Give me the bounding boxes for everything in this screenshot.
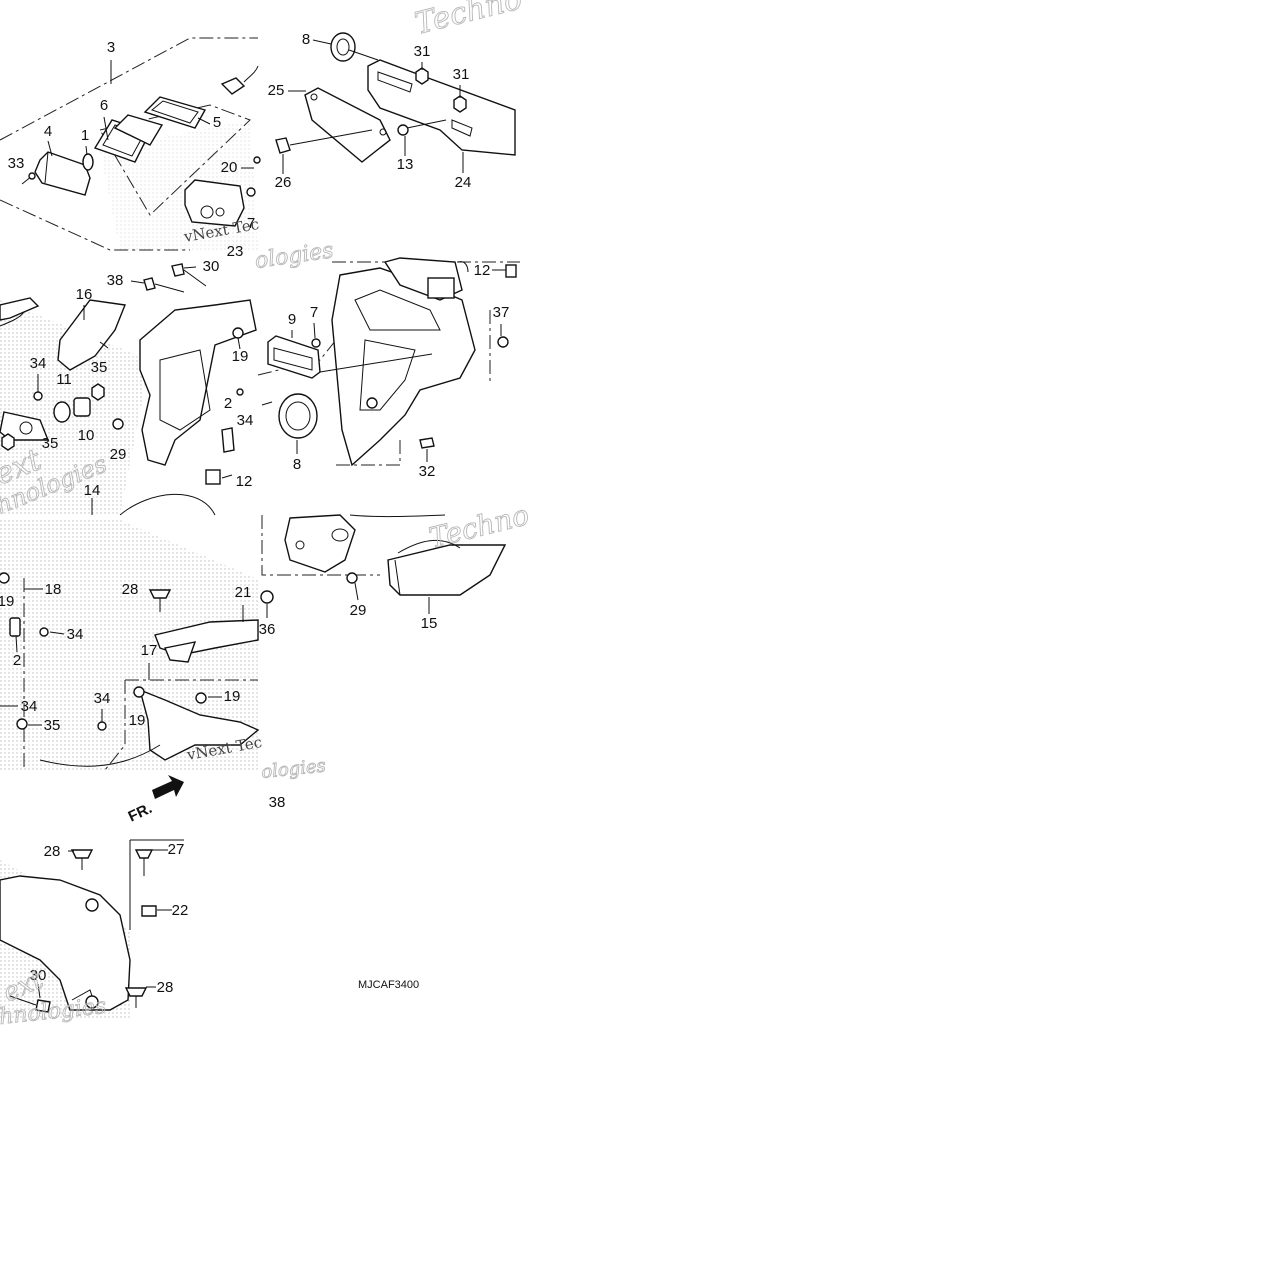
part-label-p14: 14 <box>84 482 101 499</box>
part-label-p19c: 19 <box>224 688 241 705</box>
part-label-p15: 15 <box>421 615 438 632</box>
lower-cowl-assembly <box>0 839 184 1013</box>
part-label-p9: 9 <box>288 311 296 328</box>
part-label-p30a: 30 <box>203 258 220 275</box>
part-label-p34b: 34 <box>237 412 254 429</box>
part-label-p34a: 34 <box>30 355 47 372</box>
part-label-p34e: 34 <box>21 698 38 715</box>
part-label-p37: 37 <box>493 304 510 321</box>
part-label-p38b: 38 <box>269 794 286 811</box>
part-label-p35b: 35 <box>42 435 59 452</box>
watermark-techno-top: Techno <box>411 0 525 42</box>
part-label-p11: 11 <box>56 371 72 388</box>
part-label-p12b: 12 <box>474 262 491 279</box>
side-cover-assembly <box>261 514 507 614</box>
part-label-p32: 32 <box>419 463 436 480</box>
part-label-p29a: 29 <box>110 446 127 463</box>
part-label-p2b: 2 <box>13 652 21 669</box>
part-label-p31b: 31 <box>453 66 470 83</box>
part-label-p21: 21 <box>235 584 252 601</box>
part-label-p23: 23 <box>227 243 244 260</box>
part-label-p19d: 19 <box>129 712 146 729</box>
part-label-p2a: 2 <box>224 395 232 412</box>
part-label-p31a: 31 <box>414 43 431 60</box>
part-label-p30b: 30 <box>30 967 47 984</box>
part-label-p18: 18 <box>45 581 62 598</box>
tail-light-assembly <box>0 37 261 251</box>
part-label-p28c: 28 <box>157 979 174 996</box>
front-marker-label: FR. <box>126 800 155 826</box>
rear-fender-assembly <box>257 257 520 467</box>
part-label-p20: 20 <box>221 159 238 176</box>
seat-cowl-assembly <box>0 572 274 771</box>
part-label-p13: 13 <box>397 156 414 173</box>
part-label-p27: 27 <box>168 841 185 858</box>
part-label-p16: 16 <box>76 286 93 303</box>
part-label-p5: 5 <box>213 114 221 131</box>
part-label-p29b: 29 <box>350 602 367 619</box>
part-label-p33: 33 <box>8 155 25 172</box>
part-label-p35a: 35 <box>91 359 108 376</box>
part-label-p19a: 19 <box>232 348 249 365</box>
part-label-p34d: 34 <box>94 690 111 707</box>
watermark-ologies-panel4: ologies <box>253 238 335 274</box>
part-label-p34c: 34 <box>67 626 84 643</box>
part-label-p28b: 28 <box>44 843 61 860</box>
part-label-p4: 4 <box>44 123 52 140</box>
front-direction-arrow: FR. <box>126 775 184 825</box>
diagram-code: MJCAF3400 <box>358 979 419 991</box>
part-label-p36: 36 <box>259 621 276 638</box>
part-label-p19b: 19 <box>0 593 14 610</box>
part-label-p25: 25 <box>268 82 285 99</box>
part-label-p38a: 38 <box>107 272 124 289</box>
part-label-p24: 24 <box>455 174 472 191</box>
part-label-p6: 6 <box>100 97 108 114</box>
license-bracket-assembly <box>275 32 516 174</box>
part-label-p1: 1 <box>81 127 89 144</box>
part-label-p22: 22 <box>172 902 189 919</box>
part-label-p8a: 8 <box>302 31 310 48</box>
part-label-p17: 17 <box>141 642 158 659</box>
part-label-p10: 10 <box>78 427 95 444</box>
part-label-p12a: 12 <box>236 473 253 490</box>
part-label-p8b: 8 <box>293 456 301 473</box>
watermark-ologies-panel5: ologies <box>260 755 326 783</box>
part-label-p7a: 7 <box>247 215 255 232</box>
part-label-p35c: 35 <box>44 717 61 734</box>
part-label-p26: 26 <box>275 174 292 191</box>
part-label-p3: 3 <box>107 39 115 56</box>
rear-bracket-assembly <box>0 263 257 516</box>
part-label-p28a: 28 <box>122 581 139 598</box>
part-label-p7b: 7 <box>310 304 318 321</box>
